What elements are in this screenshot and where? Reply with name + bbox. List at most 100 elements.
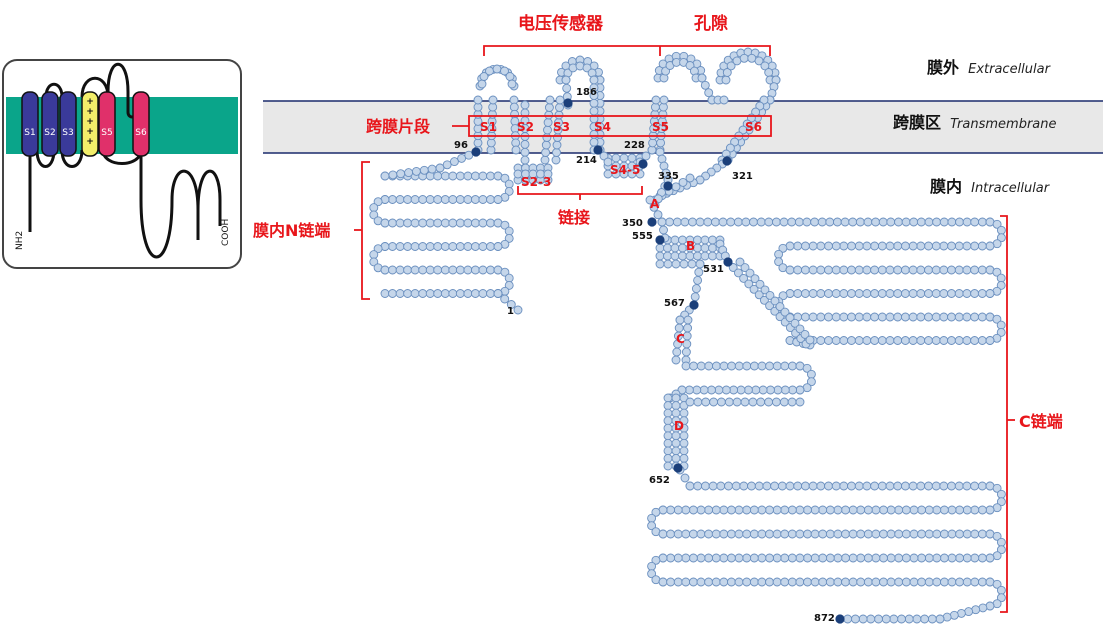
residue-bead <box>871 553 881 563</box>
residue-186: 186 <box>576 87 597 98</box>
residue-bead <box>772 577 782 587</box>
residue-bead <box>666 529 676 539</box>
residue-bead <box>681 347 691 357</box>
residue-bead <box>806 369 816 379</box>
residue-bead <box>870 265 880 275</box>
residue-bead <box>762 481 772 491</box>
residue-bead <box>877 265 887 275</box>
residue-bead <box>977 577 987 587</box>
residue-bead <box>448 195 458 204</box>
residue-872: 872 <box>814 613 835 624</box>
c-term-bracket <box>1000 215 1008 613</box>
residue-bead <box>863 553 873 563</box>
residue-bead <box>854 289 864 298</box>
residue-bead <box>729 385 739 395</box>
residue-bead <box>985 289 995 298</box>
residue-bead <box>671 259 681 269</box>
residue-bead <box>455 171 465 181</box>
residue-bead <box>663 408 673 418</box>
residue-bead <box>840 217 850 227</box>
residue-bead <box>742 505 752 515</box>
residue-bead <box>427 164 437 174</box>
residue-bead <box>433 265 443 275</box>
residue-bead <box>425 265 435 275</box>
residue-bead <box>680 217 690 227</box>
residue-bead <box>701 397 711 407</box>
svg-text:膜内 Intracellular: 膜内 Intracellular <box>930 177 1051 196</box>
residue-bead <box>486 242 495 251</box>
residue-bead <box>486 289 495 298</box>
residue-bead <box>700 481 710 491</box>
residue-bead <box>904 614 914 624</box>
residue-bead <box>693 481 703 491</box>
residue-bead <box>749 217 758 227</box>
residue-bead <box>663 423 673 433</box>
residue-bead <box>970 289 980 298</box>
residue-bead <box>744 279 754 289</box>
residue-bead <box>871 529 881 539</box>
residue-bead <box>790 318 800 328</box>
residue-bead <box>440 218 450 228</box>
annotations <box>354 45 1015 613</box>
inset-helix-label: S5 <box>101 128 112 138</box>
residue-bead <box>693 275 703 285</box>
residue-bead <box>671 408 681 418</box>
residue-bead <box>785 313 795 323</box>
residue-bead <box>970 336 980 345</box>
residue-bead <box>470 195 480 204</box>
residue-bead <box>893 312 903 322</box>
residue-bead <box>900 336 910 345</box>
residue-bead <box>955 577 965 587</box>
residue-bead <box>800 329 810 339</box>
residue-bead <box>655 259 665 269</box>
residue-bead <box>477 79 487 89</box>
residue-bead <box>455 242 465 251</box>
residue-bead <box>795 324 805 334</box>
residue-bead <box>780 553 790 563</box>
residue-marker-228 <box>638 159 648 169</box>
residue-bead <box>734 505 744 515</box>
residue-bead <box>939 265 949 275</box>
residue-bead <box>663 438 673 448</box>
residue-bead <box>544 110 554 120</box>
residue-bead <box>711 529 721 539</box>
residue-bead <box>696 553 706 563</box>
residue-bead <box>900 481 910 491</box>
residue-bead <box>687 259 697 269</box>
residue-bead <box>734 553 744 563</box>
residue-bead <box>425 242 435 251</box>
residue-bead <box>470 218 480 228</box>
residue-bead <box>931 241 941 251</box>
residue-bead <box>470 289 480 298</box>
residue-bead <box>779 397 789 407</box>
residue-bead <box>742 361 752 371</box>
residue-bead <box>863 505 873 515</box>
residue-bead <box>862 265 872 275</box>
residue-bead <box>962 265 972 275</box>
residue-bead <box>493 242 503 251</box>
residue-bead <box>886 577 896 587</box>
residue-bead <box>440 265 450 275</box>
residue-bead <box>733 217 743 227</box>
residue-bead <box>848 529 858 539</box>
residue-bead <box>388 218 397 228</box>
residue-bead <box>506 300 516 309</box>
residue-bead <box>663 431 673 441</box>
domain-label-a: A <box>650 197 660 211</box>
residue-bead <box>696 577 706 587</box>
residue-bead <box>707 385 716 395</box>
residue-bead <box>962 553 972 563</box>
residue-bead <box>493 195 503 204</box>
residue-bead <box>770 296 780 306</box>
residue-bead <box>787 361 797 371</box>
residue-bead <box>885 265 895 275</box>
inset-helix-s5 <box>98 91 116 157</box>
residue-marker-555 <box>655 235 665 245</box>
residue-bead <box>831 265 841 275</box>
residue-bead <box>833 529 843 539</box>
residue-bead <box>388 242 397 251</box>
residue-bead <box>388 170 398 180</box>
residue-bead <box>970 481 980 491</box>
residue-bead <box>740 263 750 273</box>
